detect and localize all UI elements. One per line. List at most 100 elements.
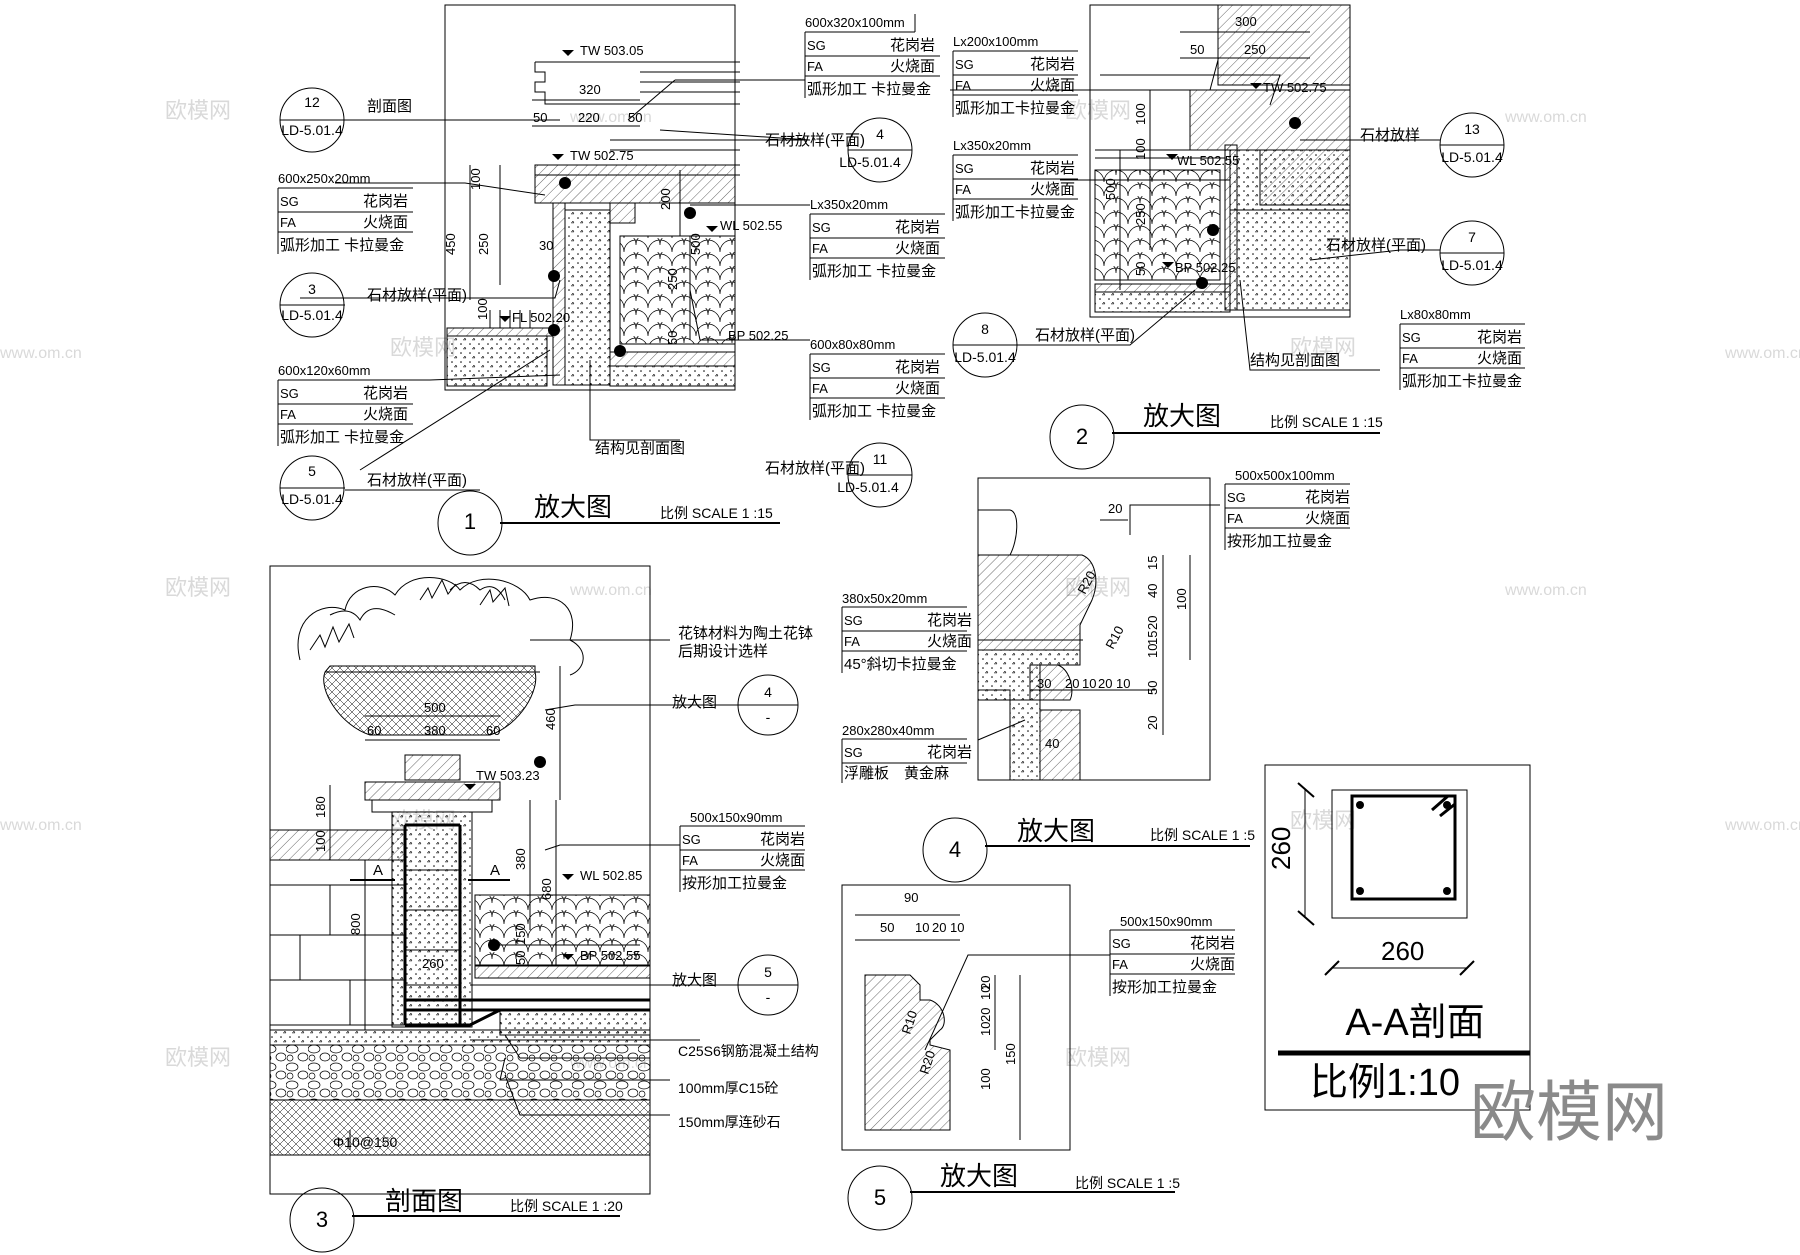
svg-text:花岗岩: 花岗岩 (1305, 489, 1350, 506)
detail-5-scale: 比例 SCALE 1 :5 (1075, 1175, 1180, 1191)
detail-4-dimensions: 20 15 40 100 20 15 10 50 20 30 20 10 20 … (1030, 501, 1191, 751)
svg-text:20: 20 (1145, 616, 1160, 630)
svg-text:4: 4 (949, 837, 961, 862)
watermark-text: 欧模网 (1065, 1045, 1131, 1070)
svg-text:LD-5.01.4: LD-5.01.4 (837, 479, 899, 495)
detail-4-number-bubble (922, 817, 988, 883)
detail-3-title: 剖面图 (385, 1186, 463, 1216)
detail-5-stone (864, 974, 951, 1131)
callout-7: 7 LD-5.01.4 石材放样(平面) (1326, 220, 1505, 286)
detail-1-scale: 比例 SCALE 1 :15 (660, 505, 773, 521)
svg-text:30: 30 (1037, 676, 1051, 691)
svg-text:600x250x20mm: 600x250x20mm (278, 171, 371, 186)
svg-text:5: 5 (764, 964, 772, 980)
detail-1-dimensions: 320 50 220 50 100 450 250 200 30 500 250… (443, 82, 703, 345)
svg-text:300: 300 (1235, 14, 1257, 29)
svg-text:50: 50 (1133, 262, 1148, 276)
svg-text:TW 502.75: TW 502.75 (1263, 80, 1327, 95)
svg-text:250: 250 (665, 268, 680, 290)
svg-text:100: 100 (1133, 138, 1148, 160)
svg-text:火烧面: 火烧面 (927, 633, 972, 650)
watermark-text: 欧模网 (1065, 98, 1131, 123)
note-planter-material: 花钵材料为陶土花钵 (678, 625, 813, 642)
svg-text:50: 50 (1190, 42, 1204, 57)
watermark-text: www.om.cn (569, 109, 652, 126)
svg-text:100: 100 (468, 168, 483, 190)
svg-text:260: 260 (422, 956, 444, 971)
spec-table-600x320: 600x320x100mm SG 花岗岩 FA 火烧面 弧形加工 卡拉曼金 (804, 14, 940, 98)
section-aa-frame (1264, 764, 1531, 1111)
svg-text:黄金麻: 黄金麻 (904, 765, 949, 782)
svg-text:弧形加工 卡拉曼金: 弧形加工 卡拉曼金 (280, 237, 404, 254)
detail-5-number-bubble (847, 1165, 913, 1231)
gravel-layer (269, 1044, 651, 1101)
svg-text:50: 50 (880, 920, 894, 935)
svg-text:Lx200x100mm: Lx200x100mm (953, 34, 1038, 49)
section-aa-width: 260 (1381, 936, 1424, 966)
svg-text:SG: SG (280, 194, 299, 209)
svg-text:WL 502.55: WL 502.55 (1177, 153, 1239, 168)
svg-text:10: 10 (978, 986, 993, 1000)
spec-table-500x150-b: 500x150x90mm SG 花岗岩 FA 火烧面 按形加工拉曼金 (1109, 914, 1235, 996)
svg-text:50: 50 (1145, 681, 1160, 695)
svg-text:浮雕板: 浮雕板 (844, 764, 889, 782)
planter-foliage (297, 577, 584, 676)
watermark-text: 欧模网 (1290, 335, 1356, 360)
svg-text:SG: SG (812, 220, 831, 235)
svg-text:FA: FA (955, 78, 971, 93)
svg-text:600x120x60mm: 600x120x60mm (278, 363, 371, 378)
spec-table-380x50: 380x50x20mm SG 花岗岩 FA 火烧面 45°斜切卡拉曼金 (841, 591, 972, 673)
svg-text:LD-5.01.4: LD-5.01.4 (1441, 257, 1503, 273)
svg-text:7: 7 (1468, 229, 1476, 245)
svg-text:SG: SG (1112, 936, 1131, 951)
svg-text:花岗岩: 花岗岩 (760, 831, 805, 848)
svg-text:500x150x90mm: 500x150x90mm (1120, 914, 1213, 929)
svg-text:SG: SG (807, 38, 826, 53)
svg-text:按形加工拉曼金: 按形加工拉曼金 (682, 875, 787, 892)
coping-outline (534, 61, 735, 105)
note-gravel: 150mm厚连砂石 (678, 1114, 781, 1130)
callout-4: 4 LD-5.01.4 石材放样(平面) (765, 117, 913, 183)
callout-3: 3 LD-5.01.4 石材放样(平面) (279, 272, 467, 338)
svg-text:弧形加工卡拉曼金: 弧形加工卡拉曼金 (955, 100, 1075, 117)
detail-2-dimensions: 300 50 250 100 100 500 250 50 (1103, 14, 1310, 290)
callout-12: 12 LD-5.01.4 剖面图 (279, 87, 560, 153)
callout-5: 5 LD-5.01.4 石材放样(平面) (279, 455, 480, 521)
section-mark-right: A (490, 862, 500, 879)
svg-text:火烧面: 火烧面 (363, 214, 408, 231)
svg-text:250: 250 (1133, 203, 1148, 225)
svg-text:花岗岩: 花岗岩 (1190, 935, 1235, 952)
svg-text:100: 100 (313, 830, 328, 852)
svg-text:13: 13 (1464, 121, 1480, 137)
svg-text:15: 15 (1145, 556, 1160, 570)
svg-text:320: 320 (579, 82, 601, 97)
svg-text:FA: FA (844, 634, 860, 649)
svg-text:SG: SG (1227, 490, 1246, 505)
wall-cladding (552, 202, 566, 386)
svg-text:FA: FA (1227, 511, 1243, 526)
svg-text:花岗岩: 花岗岩 (895, 359, 940, 376)
svg-text:按形加工拉曼金: 按形加工拉曼金 (1112, 979, 1217, 996)
pool-water (619, 235, 736, 345)
wall-core (564, 209, 611, 386)
svg-text:60: 60 (486, 723, 500, 738)
section-aa-scale: 比例1:10 (1310, 1062, 1460, 1104)
brand-watermark: 欧模网 (1470, 1074, 1668, 1151)
spec-table-280x280: 280x280x40mm SG 花岗岩 浮雕板 黄金麻 (841, 723, 972, 783)
svg-text:SG: SG (844, 745, 863, 760)
svg-text:Lx80x80mm: Lx80x80mm (1400, 307, 1471, 322)
svg-text:花岗岩: 花岗岩 (927, 744, 972, 761)
watermark-text: www.om.cn (569, 582, 652, 599)
level-bp-3: BP 502.55 (580, 948, 640, 963)
svg-text:250: 250 (476, 233, 491, 255)
detail-5-dimensions: 90 50 10 20 10 20 10 20 10 100 150 R10 R… (855, 890, 1021, 1140)
svg-text:4: 4 (876, 126, 884, 142)
svg-text:90: 90 (904, 890, 918, 905)
watermark-text: 欧模网 (165, 575, 231, 600)
svg-text:600x80x80mm: 600x80x80mm (810, 337, 895, 352)
section-mark-left: A (373, 862, 383, 879)
watermark-text: www.om.cn (1504, 109, 1587, 126)
svg-text:花岗岩: 花岗岩 (895, 219, 940, 236)
svg-text:花岗岩: 花岗岩 (1477, 329, 1522, 346)
